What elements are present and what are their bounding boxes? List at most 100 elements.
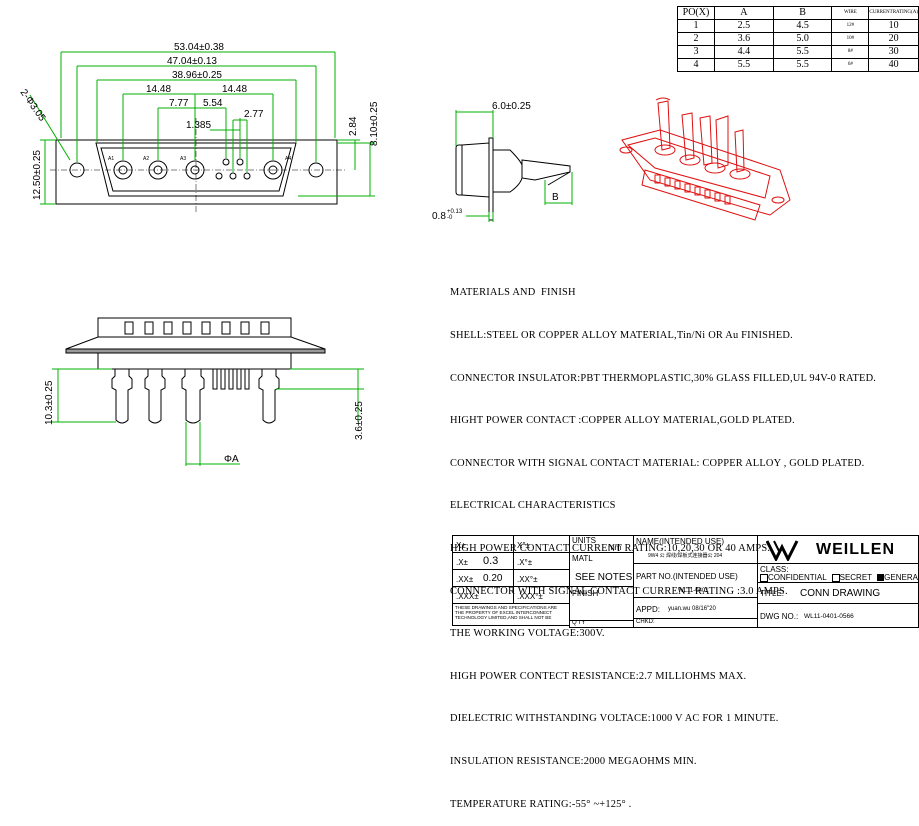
po-cell: 2 bbox=[677, 32, 715, 46]
iso-slot-1 bbox=[654, 174, 661, 184]
qty-label: Q'TY bbox=[572, 620, 586, 626]
note-line: HIGHT POWER CONTACT :COPPER ALLOY MATERI… bbox=[450, 415, 795, 427]
note-line: CONNECTOR WITH SIGNAL CONTACT MATERIAL: … bbox=[450, 457, 865, 469]
contact-label-a2: A2 bbox=[143, 156, 149, 162]
tol-x2-deg-label: .XX°± bbox=[517, 575, 538, 584]
iso-contact-1-base bbox=[654, 144, 676, 156]
matl-cell: MATL SEE NOTES bbox=[569, 552, 634, 587]
elevation-body bbox=[97, 352, 292, 370]
po-cell: 2.5 bbox=[713, 19, 774, 33]
part-no-value: WL11-0401 bbox=[678, 588, 709, 594]
front-shell-inner bbox=[100, 147, 292, 192]
elev-slot-7 bbox=[240, 321, 250, 335]
brand-cell: WEILLEN bbox=[757, 535, 919, 564]
matl-label: MATL bbox=[572, 554, 593, 563]
tol-x-cell: X± bbox=[452, 535, 514, 553]
signal-pin-1 bbox=[222, 158, 230, 166]
note-line: ELECTRICAL CHARACTERISTICS bbox=[450, 500, 616, 512]
drawing-canvas: 53.04±0.38 47.04±0.13 38.96±0.25 14.48 1… bbox=[18, 42, 791, 466]
tol-x1-cell: .X± 0.3 bbox=[452, 552, 514, 570]
note-line: MATERIALS AND FINISH bbox=[450, 287, 576, 299]
part-no-label: PART NO.(INTENDED USE) bbox=[636, 572, 738, 581]
elevation-tails bbox=[111, 368, 280, 424]
elev-signal-3 bbox=[228, 368, 234, 390]
checkbox-icon bbox=[831, 573, 840, 582]
note-line: HIGH POWER CONTACT CURRENT RATING:10,20,… bbox=[450, 542, 771, 554]
note-line: THE WORKING VOLTAGE:300V. bbox=[450, 628, 605, 640]
dim-contact-spacing-right: 14.48 bbox=[222, 84, 247, 95]
disclaimer-cell: THESE DRAWINGS AND SPECIFICATIONS ARE TH… bbox=[452, 603, 570, 626]
dim-contact-offset-b: 5.54 bbox=[203, 98, 223, 109]
po-cell: 4.5 bbox=[772, 19, 833, 33]
contact-label-a1: A1 bbox=[108, 156, 114, 162]
signal-pin-2 bbox=[236, 158, 244, 166]
note-line: CONNECTOR WITH SIGNAL CONTACT CURRENT RA… bbox=[450, 585, 788, 597]
signal-pin-4 bbox=[229, 172, 237, 180]
side-shell bbox=[461, 142, 490, 198]
elevation-shoulder bbox=[65, 336, 326, 350]
iso-shell-slots bbox=[654, 174, 731, 205]
tol-x2-value: 0.20 bbox=[483, 573, 503, 584]
elev-tail-2 bbox=[144, 369, 166, 424]
tol-x-label: X± bbox=[456, 541, 466, 550]
side-shell-lip bbox=[455, 144, 463, 196]
po-table-row: 3 4.4 5.5 8# 30 bbox=[677, 45, 919, 59]
tol-x1-value: 0.3 bbox=[483, 555, 499, 567]
side-flange bbox=[488, 137, 494, 221]
elev-slot-5 bbox=[201, 321, 211, 335]
po-header-po: PO(X) bbox=[677, 6, 715, 20]
iso-shell-bottom bbox=[641, 169, 761, 221]
dim-flange-tol: +0.13 bbox=[447, 209, 463, 215]
signal-pin-3 bbox=[215, 172, 223, 180]
po-cell: 20 bbox=[868, 32, 919, 46]
iso-contact-4-base bbox=[729, 168, 751, 180]
tol-x1-label: .X± bbox=[456, 558, 468, 567]
tol-x3-deg-label: .XXX°± bbox=[517, 592, 543, 601]
front-view bbox=[55, 139, 338, 205]
part-no-cell: PART NO.(INTENDED USE) WL11-0401 bbox=[633, 563, 758, 598]
po-cell: 8# bbox=[831, 45, 870, 59]
tol-x3-deg-cell: .XXX°± bbox=[513, 586, 570, 604]
dim-side-depth: 6.0±0.25 bbox=[492, 101, 531, 112]
side-view bbox=[455, 137, 571, 221]
iso-slot-7 bbox=[714, 192, 721, 202]
title-block: X± .X± 0.3 .XX± 0.20 .XXX± X°± .X°± .XX°… bbox=[452, 535, 919, 628]
contact-labels: A1 A2 A3 A4 bbox=[108, 156, 291, 162]
units-value: mm bbox=[608, 543, 622, 552]
signal-pin-5 bbox=[243, 172, 251, 180]
tol-x-deg-label: X°± bbox=[517, 541, 530, 550]
chkd-cell: CHKD: bbox=[633, 618, 758, 628]
dwg-no-cell: DWG NO.: WL11-0401-0566 bbox=[757, 603, 919, 628]
contact-a4-core bbox=[268, 165, 278, 175]
tol-x2-deg-cell: .XX°± bbox=[513, 569, 570, 587]
side-tail-end bbox=[547, 171, 571, 186]
tol-x1-deg-cell: .X°± bbox=[513, 552, 570, 570]
disclaimer-text: THESE DRAWINGS AND SPECIFICATIONS ARE TH… bbox=[455, 605, 558, 620]
po-cell: 40 bbox=[868, 58, 919, 72]
po-table-row: 1 2.5 4.5 12# 10 bbox=[677, 19, 919, 33]
dim-half-height: 2.84 bbox=[348, 116, 359, 136]
po-table-row: 2 3.6 5.0 10# 20 bbox=[677, 32, 919, 46]
dim-flange-thickness: 0.8 bbox=[432, 211, 446, 222]
dim-contact-spacing-left: 14.48 bbox=[146, 84, 171, 95]
elev-tail-1 bbox=[111, 369, 133, 424]
iso-flange bbox=[621, 129, 791, 216]
dim-hole-dia: 2-Φ3.05 bbox=[18, 87, 48, 123]
elev-signal-2 bbox=[220, 368, 226, 390]
po-header-wire: WIRE bbox=[831, 6, 870, 20]
side-body bbox=[492, 149, 523, 193]
qty-cell: Q'TY bbox=[569, 620, 634, 628]
dwg-no-value: WL11-0401-0566 bbox=[804, 613, 854, 620]
front-centerlines bbox=[50, 118, 345, 212]
iso-hole-right bbox=[771, 196, 785, 204]
units-label: UNITS bbox=[572, 536, 596, 545]
po-cell: 4.4 bbox=[713, 45, 774, 59]
iso-hole-left bbox=[619, 146, 633, 154]
front-dimension-text: 53.04±0.38 47.04±0.13 38.96±0.25 14.48 1… bbox=[18, 42, 380, 200]
front-dimension-lines bbox=[29, 51, 375, 205]
po-cell: 6# bbox=[831, 58, 870, 72]
tol-x2-cell: .XX± 0.20 bbox=[452, 569, 514, 587]
dim-body-height: 12.50±0.25 bbox=[32, 150, 43, 200]
po-cell: 30 bbox=[868, 45, 919, 59]
elev-slot-1 bbox=[124, 321, 134, 335]
